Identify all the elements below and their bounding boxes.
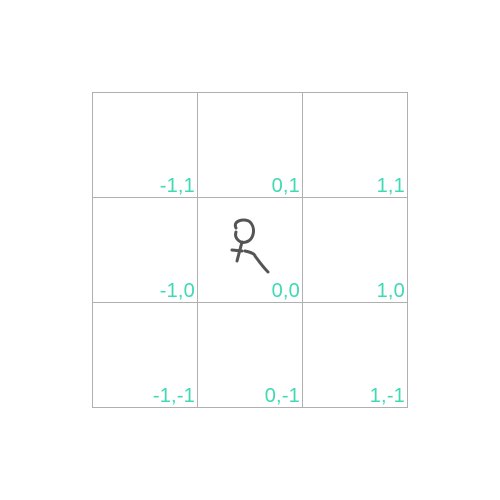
tile-0-neg1[interactable]: 0,-1 xyxy=(198,303,303,408)
tile-coordinate-label: 1,1 xyxy=(376,175,405,197)
tile-1-0[interactable]: 1,0 xyxy=(303,198,408,303)
tile-0-0[interactable]: 0,0 xyxy=(198,198,303,303)
tile-coordinate-label: 0,-1 xyxy=(264,385,300,407)
tile-coordinate-label: -1,1 xyxy=(159,175,195,197)
tile-grid: -1,1 0,1 1,1 -1,0 0,0 1,0 -1,-1 0,-1 1,-… xyxy=(92,92,408,408)
player-sprite xyxy=(230,218,270,274)
tile-1-neg1[interactable]: 1,-1 xyxy=(303,303,408,408)
tile-coordinate-label: 0,0 xyxy=(271,280,300,302)
tile-0-1[interactable]: 0,1 xyxy=(198,93,303,198)
tile-coordinate-label: -1,0 xyxy=(159,280,195,302)
tile-coordinate-label: 1,0 xyxy=(376,280,405,302)
tile-1-1[interactable]: 1,1 xyxy=(303,93,408,198)
tile-neg1-neg1[interactable]: -1,-1 xyxy=(93,303,198,408)
tile-coordinate-label: 1,-1 xyxy=(369,385,405,407)
stick-figure-icon xyxy=(224,216,276,280)
tile-coordinate-label: -1,-1 xyxy=(152,385,195,407)
tile-coordinate-label: 0,1 xyxy=(271,175,300,197)
tile-neg1-0[interactable]: -1,0 xyxy=(93,198,198,303)
tile-neg1-1[interactable]: -1,1 xyxy=(93,93,198,198)
